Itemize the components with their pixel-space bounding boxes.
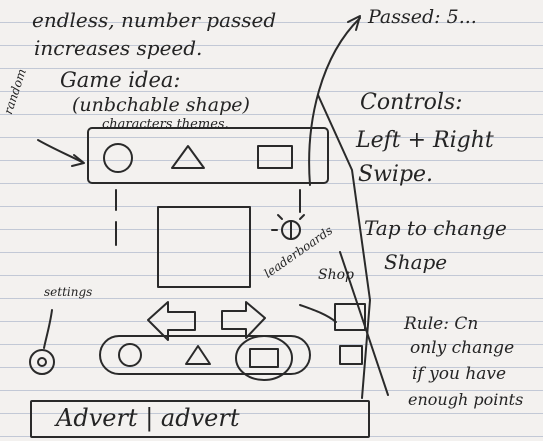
random-arrow [37,139,83,163]
square-icon [257,145,293,169]
advert-label: Advert | advert [56,404,240,432]
right-arrow-icon [221,301,266,339]
note-settings: settings [44,285,93,299]
settings-arrow [43,309,53,349]
note-game-idea: Game idea: [60,68,181,92]
note-characters-themes: characters themes. [102,117,229,132]
passed-arrow [308,17,361,186]
lightbulb-icon [281,220,301,240]
note-shape: Shape [384,250,448,274]
note-unblockable: (unbchable shape) [72,94,250,116]
note-passed: Passed: 5... [368,6,477,28]
note-rule-2: only change [410,338,515,358]
characters-row-box [87,127,329,184]
triangle-icon [185,345,211,365]
circle-icon [103,143,133,173]
square-icon [249,348,279,368]
note-rule-4: enough points [408,390,524,409]
note-tap: Tap to change [364,216,507,240]
game-area-square [157,206,251,288]
triangle-icon [171,145,205,169]
note-left-right: Left + Right [356,128,494,153]
note-random: random [1,67,29,117]
shape-selector-bar [99,335,311,375]
advert-banner [30,400,370,438]
note-speed: increases speed. [34,36,203,60]
shop-basket-icon [334,303,366,331]
left-arrow-icon [147,301,196,341]
note-controls: Controls: [360,90,463,115]
note-rule-1: Rule: Cn [404,314,479,334]
note-swipe: Swipe. [358,162,434,187]
gear-icon [29,349,55,375]
shop-basket-icon [339,345,363,365]
note-shop: Shop [318,267,354,283]
note-endless: endless, number passed [32,8,277,32]
circle-icon [118,343,142,367]
note-rule-3: if you have [412,364,507,384]
